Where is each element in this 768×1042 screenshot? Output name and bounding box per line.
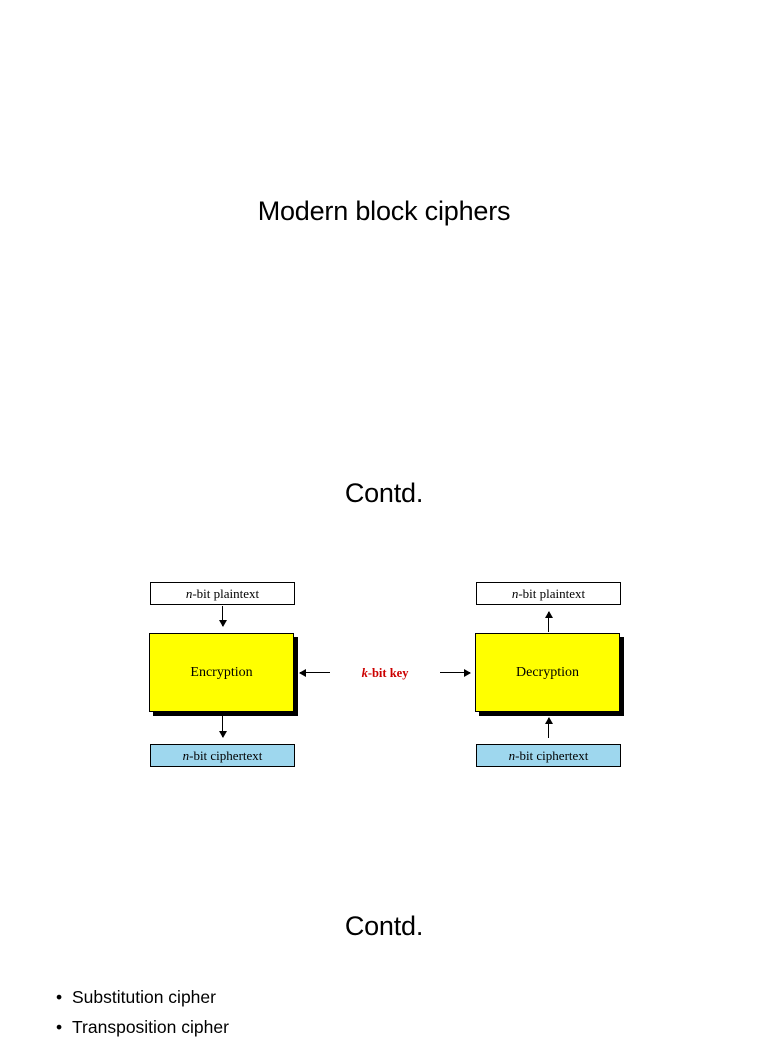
right-ciphertext-rest: -bit ciphertext — [515, 747, 589, 763]
right-plaintext-rest: -bit plaintext — [518, 585, 586, 601]
list-item: • Transposition cipher — [56, 1012, 716, 1042]
list-item-label: Substitution cipher — [72, 987, 216, 1007]
right-ciphertext-box: n-bit ciphertext — [476, 744, 621, 767]
key-label-italic: k — [361, 666, 368, 680]
right-plaintext-box: n-bit plaintext — [476, 582, 621, 605]
key-label: k-bit key — [330, 665, 440, 682]
list-item-label: Transposition cipher — [72, 1017, 229, 1037]
arrow-plaintext-to-encryption-icon — [218, 606, 227, 627]
encryption-label: Encryption — [190, 664, 253, 680]
left-plaintext-rest: -bit plaintext — [192, 585, 260, 601]
decryption-box: Decryption — [475, 633, 620, 712]
right-ciphertext-italic: n — [508, 747, 516, 763]
left-ciphertext-box: n-bit ciphertext — [150, 744, 295, 767]
encryption-decryption-diagram: n-bit plaintext Encryption n-bit ciphert… — [0, 570, 768, 790]
list-item: • Substitution cipher — [56, 982, 716, 1012]
bullet-dot-icon: • — [56, 987, 63, 1007]
decryption-label: Decryption — [516, 664, 579, 680]
page-title-contd-2: Contd. — [344, 911, 424, 941]
arrow-ciphertext-to-decryption-icon — [544, 717, 553, 738]
arrow-decryption-to-plaintext-icon — [544, 611, 553, 632]
left-ciphertext-rest: -bit ciphertext — [189, 747, 263, 763]
arrow-encryption-to-ciphertext-icon — [218, 714, 227, 738]
page-title-modern-block-ciphers: Modern block ciphers — [257, 196, 511, 226]
bullet-list: • Substitution cipher • Transposition ci… — [56, 982, 716, 1042]
encryption-box: Encryption — [149, 633, 294, 712]
bullet-dot-icon: • — [56, 1017, 63, 1037]
right-plaintext-italic: n — [511, 585, 519, 601]
page-title-contd-1: Contd. — [344, 478, 424, 508]
left-ciphertext-italic: n — [182, 747, 190, 763]
left-plaintext-italic: n — [185, 585, 193, 601]
key-label-rest: -bit key — [367, 666, 409, 680]
left-plaintext-box: n-bit plaintext — [150, 582, 295, 605]
